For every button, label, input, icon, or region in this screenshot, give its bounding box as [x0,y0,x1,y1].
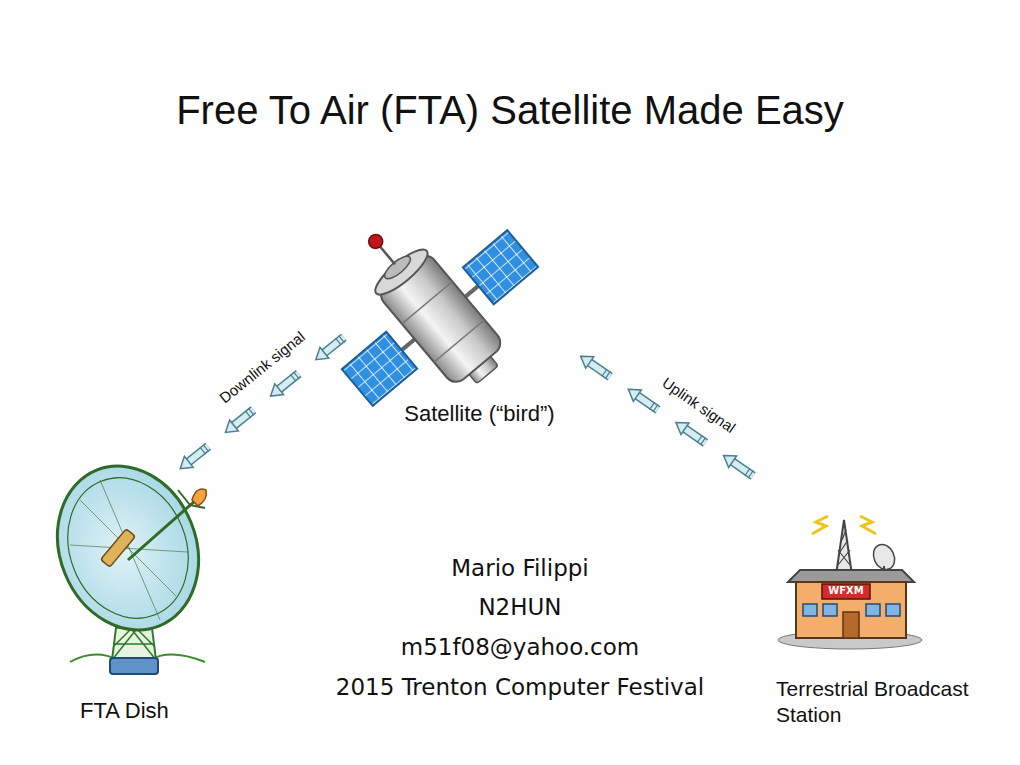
arrow-head [724,456,737,468]
arrow-shaft [636,394,658,409]
arrow-shaft [588,361,610,376]
arrow-shaft [232,410,253,427]
arrow-feather [245,411,251,418]
arrow-shaft [232,410,253,427]
arrow-shaft [323,337,344,354]
arrow-shaft [278,373,299,390]
station-node: Terrestrial Broadcast Station [770,500,984,736]
arrow-head [225,420,238,432]
satellite-icon [288,167,570,444]
call-sign: N2HUN [478,594,561,620]
arrow-shaft [278,373,299,390]
diagram-title: Free To Air (FTA) Satellite Made Easy [176,88,844,133]
arrow-feather [294,372,300,379]
arrow-feather [336,338,342,345]
arrow-shaft [683,428,705,443]
station-sign [822,584,870,599]
fta-dish-icon [33,445,222,674]
broadcast-station-icon [778,516,922,649]
email-address: m51f08@yahoo.com [401,634,640,660]
arrow-shaft [187,446,208,463]
arrow-shaft [683,428,705,443]
arrow-head [628,389,641,401]
event-name: 2015 Trenton Computer Festival [336,674,704,700]
arrow-feather [200,447,206,454]
arrow-shaft [588,361,610,376]
arrow-head [581,356,594,368]
arrow-feather [697,435,702,442]
arrow-shaft [731,461,753,476]
arrow-feather [653,404,658,411]
arrow-head [180,456,193,468]
arrow-feather [650,402,655,409]
arrow-shaft [323,337,344,354]
signal-label: Uplink signal [657,372,741,438]
arrow-head [271,384,284,396]
arrow-head [676,422,689,434]
satellite-node: Satellite (“bird”) [380,240,579,435]
dish-node: FTA Dish [60,470,254,732]
station-sign-text: WFXM [828,585,864,596]
arrow-feather [339,336,345,343]
arrow-feather [290,374,296,381]
signal-label: Downlink signal [213,326,310,408]
arrow-feather [700,438,705,445]
node-label: Satellite (“bird”) [388,400,571,428]
arrow-feather [605,371,610,378]
arrow-head [316,347,329,359]
arrow-feather [745,468,750,475]
arrow-feather [248,408,254,415]
arrow-shaft [636,394,658,409]
arrow-shaft [731,461,753,476]
author-name: Mario Filippi [451,555,588,581]
arrow-feather [748,471,753,478]
node-label: FTA Dish [80,697,246,725]
signal-arrow [581,356,754,478]
arrow-shaft [187,446,208,463]
arrow-feather [602,369,607,376]
arrow-feather [203,445,209,452]
node-label: Terrestrial Broadcast Station [776,676,976,729]
